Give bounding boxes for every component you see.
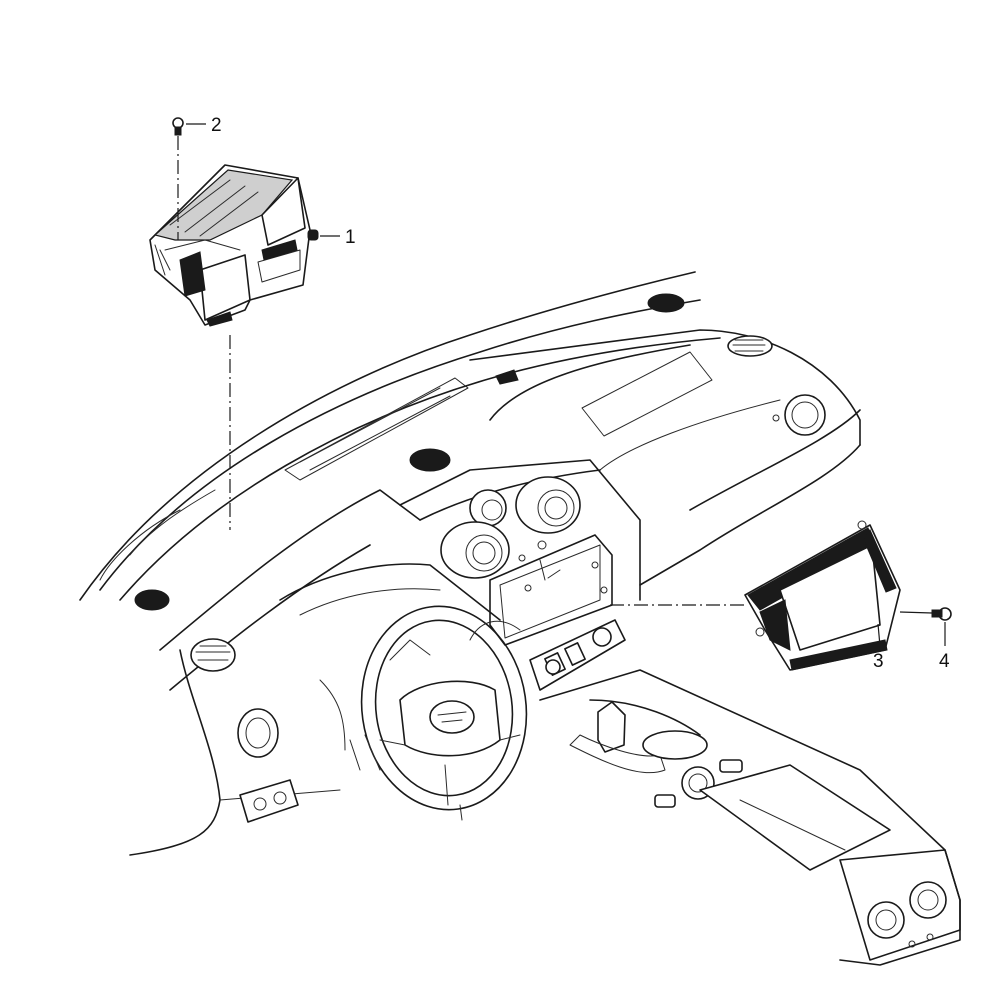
dash-top-speaker-center [409, 448, 451, 472]
dash-top-speaker-left [134, 589, 170, 611]
dash-speaker-grille-right [727, 335, 773, 357]
climate-control-panel [529, 619, 626, 691]
part-1-dashboard-module [149, 164, 319, 327]
gear-selector [597, 701, 626, 753]
callout-3: 3 [873, 651, 884, 672]
callout-4: 4 [939, 651, 950, 672]
dash-top-speaker-right [647, 293, 685, 313]
center-vent-right [515, 476, 581, 534]
part-3-display-unit [744, 520, 901, 671]
dashboard-assembly [79, 271, 961, 966]
rear-vent-right [909, 881, 947, 919]
callout-2: 2 [211, 115, 222, 136]
part-2-screw [172, 117, 184, 136]
center-vent-small [469, 489, 507, 527]
rear-vent-left [867, 901, 905, 939]
steering-wheel [360, 605, 528, 821]
leader-3 [877, 623, 881, 647]
passenger-airbag-panel [581, 351, 713, 437]
part-4-screw [931, 607, 952, 621]
center-vent-left [440, 521, 510, 579]
driver-speaker-grille [190, 638, 236, 672]
callout-1: 1 [345, 227, 356, 248]
armrest-lid [699, 764, 891, 871]
steering-wheel-emblem [429, 700, 475, 734]
display-screen [779, 544, 881, 651]
driver-side-vent [237, 708, 279, 758]
passenger-air-vent [784, 394, 826, 436]
